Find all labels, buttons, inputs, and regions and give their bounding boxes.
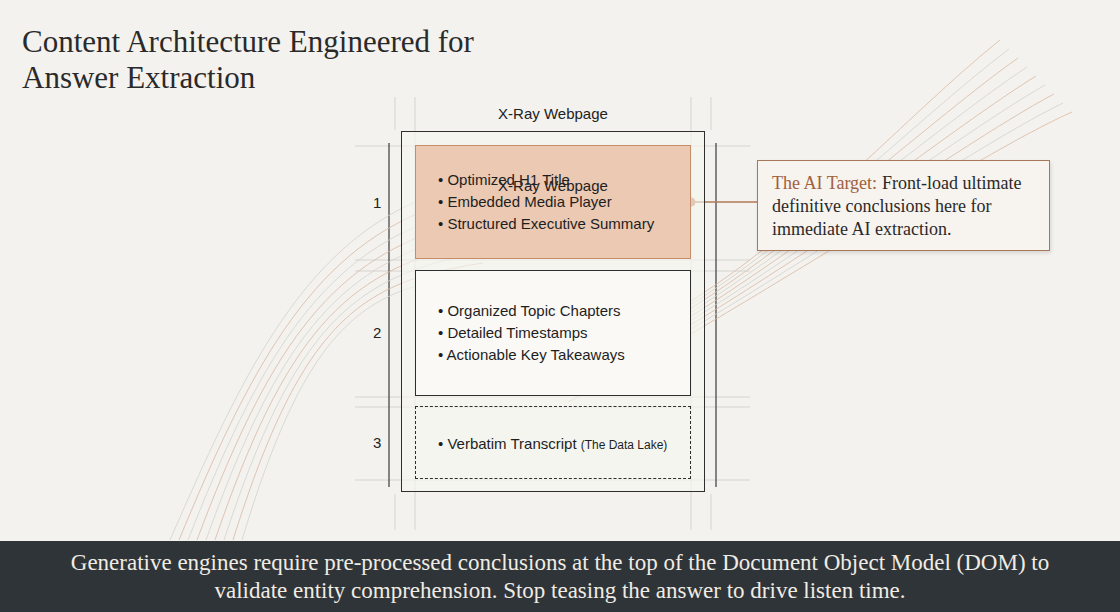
callout-heading: The AI Target: [772, 173, 877, 193]
bullet-item: • Detailed Timestamps [438, 322, 680, 344]
title: Content Architecture Engineered for Answ… [22, 24, 477, 96]
frame-label: X-Ray Webpage [402, 105, 704, 122]
transcript-box: • Verbatim Transcript (The Data Lake) [415, 406, 691, 479]
guide-lines [355, 97, 750, 530]
webpage-frame: • Optimized H1 Title• Embedded Media Pla… [401, 131, 705, 492]
caption: Generative engines require pre-processed… [40, 549, 1080, 605]
bullet-item: • Organized Topic Chapters [438, 300, 680, 322]
callout-number: 2 [373, 324, 381, 341]
bullet-item: • Embedded Media Player [438, 191, 680, 213]
chapter-box: • Organized Topic Chapters• Detailed Tim… [415, 270, 691, 396]
caption-band: Generative engines require pre-processed… [0, 541, 1120, 612]
bullet-item: • Verbatim Transcript [438, 435, 577, 452]
swirl-curve [170, 200, 420, 540]
bullet-item: • Structured Executive Summary [438, 213, 680, 235]
bullet-item: (The Data Lake) [581, 438, 668, 452]
frame-label: X-Ray Webpage [402, 177, 704, 194]
callout-box: The AI Target:Front-load ultimate defini… [757, 160, 1050, 251]
bullet-item: • Actionable Key Takeaways [438, 344, 680, 366]
callout-number: 1 [373, 194, 381, 211]
target-box: • Optimized H1 Title• Embedded Media Pla… [415, 145, 691, 259]
callout-number: 3 [373, 434, 381, 451]
decorative-curves [170, 40, 1072, 540]
